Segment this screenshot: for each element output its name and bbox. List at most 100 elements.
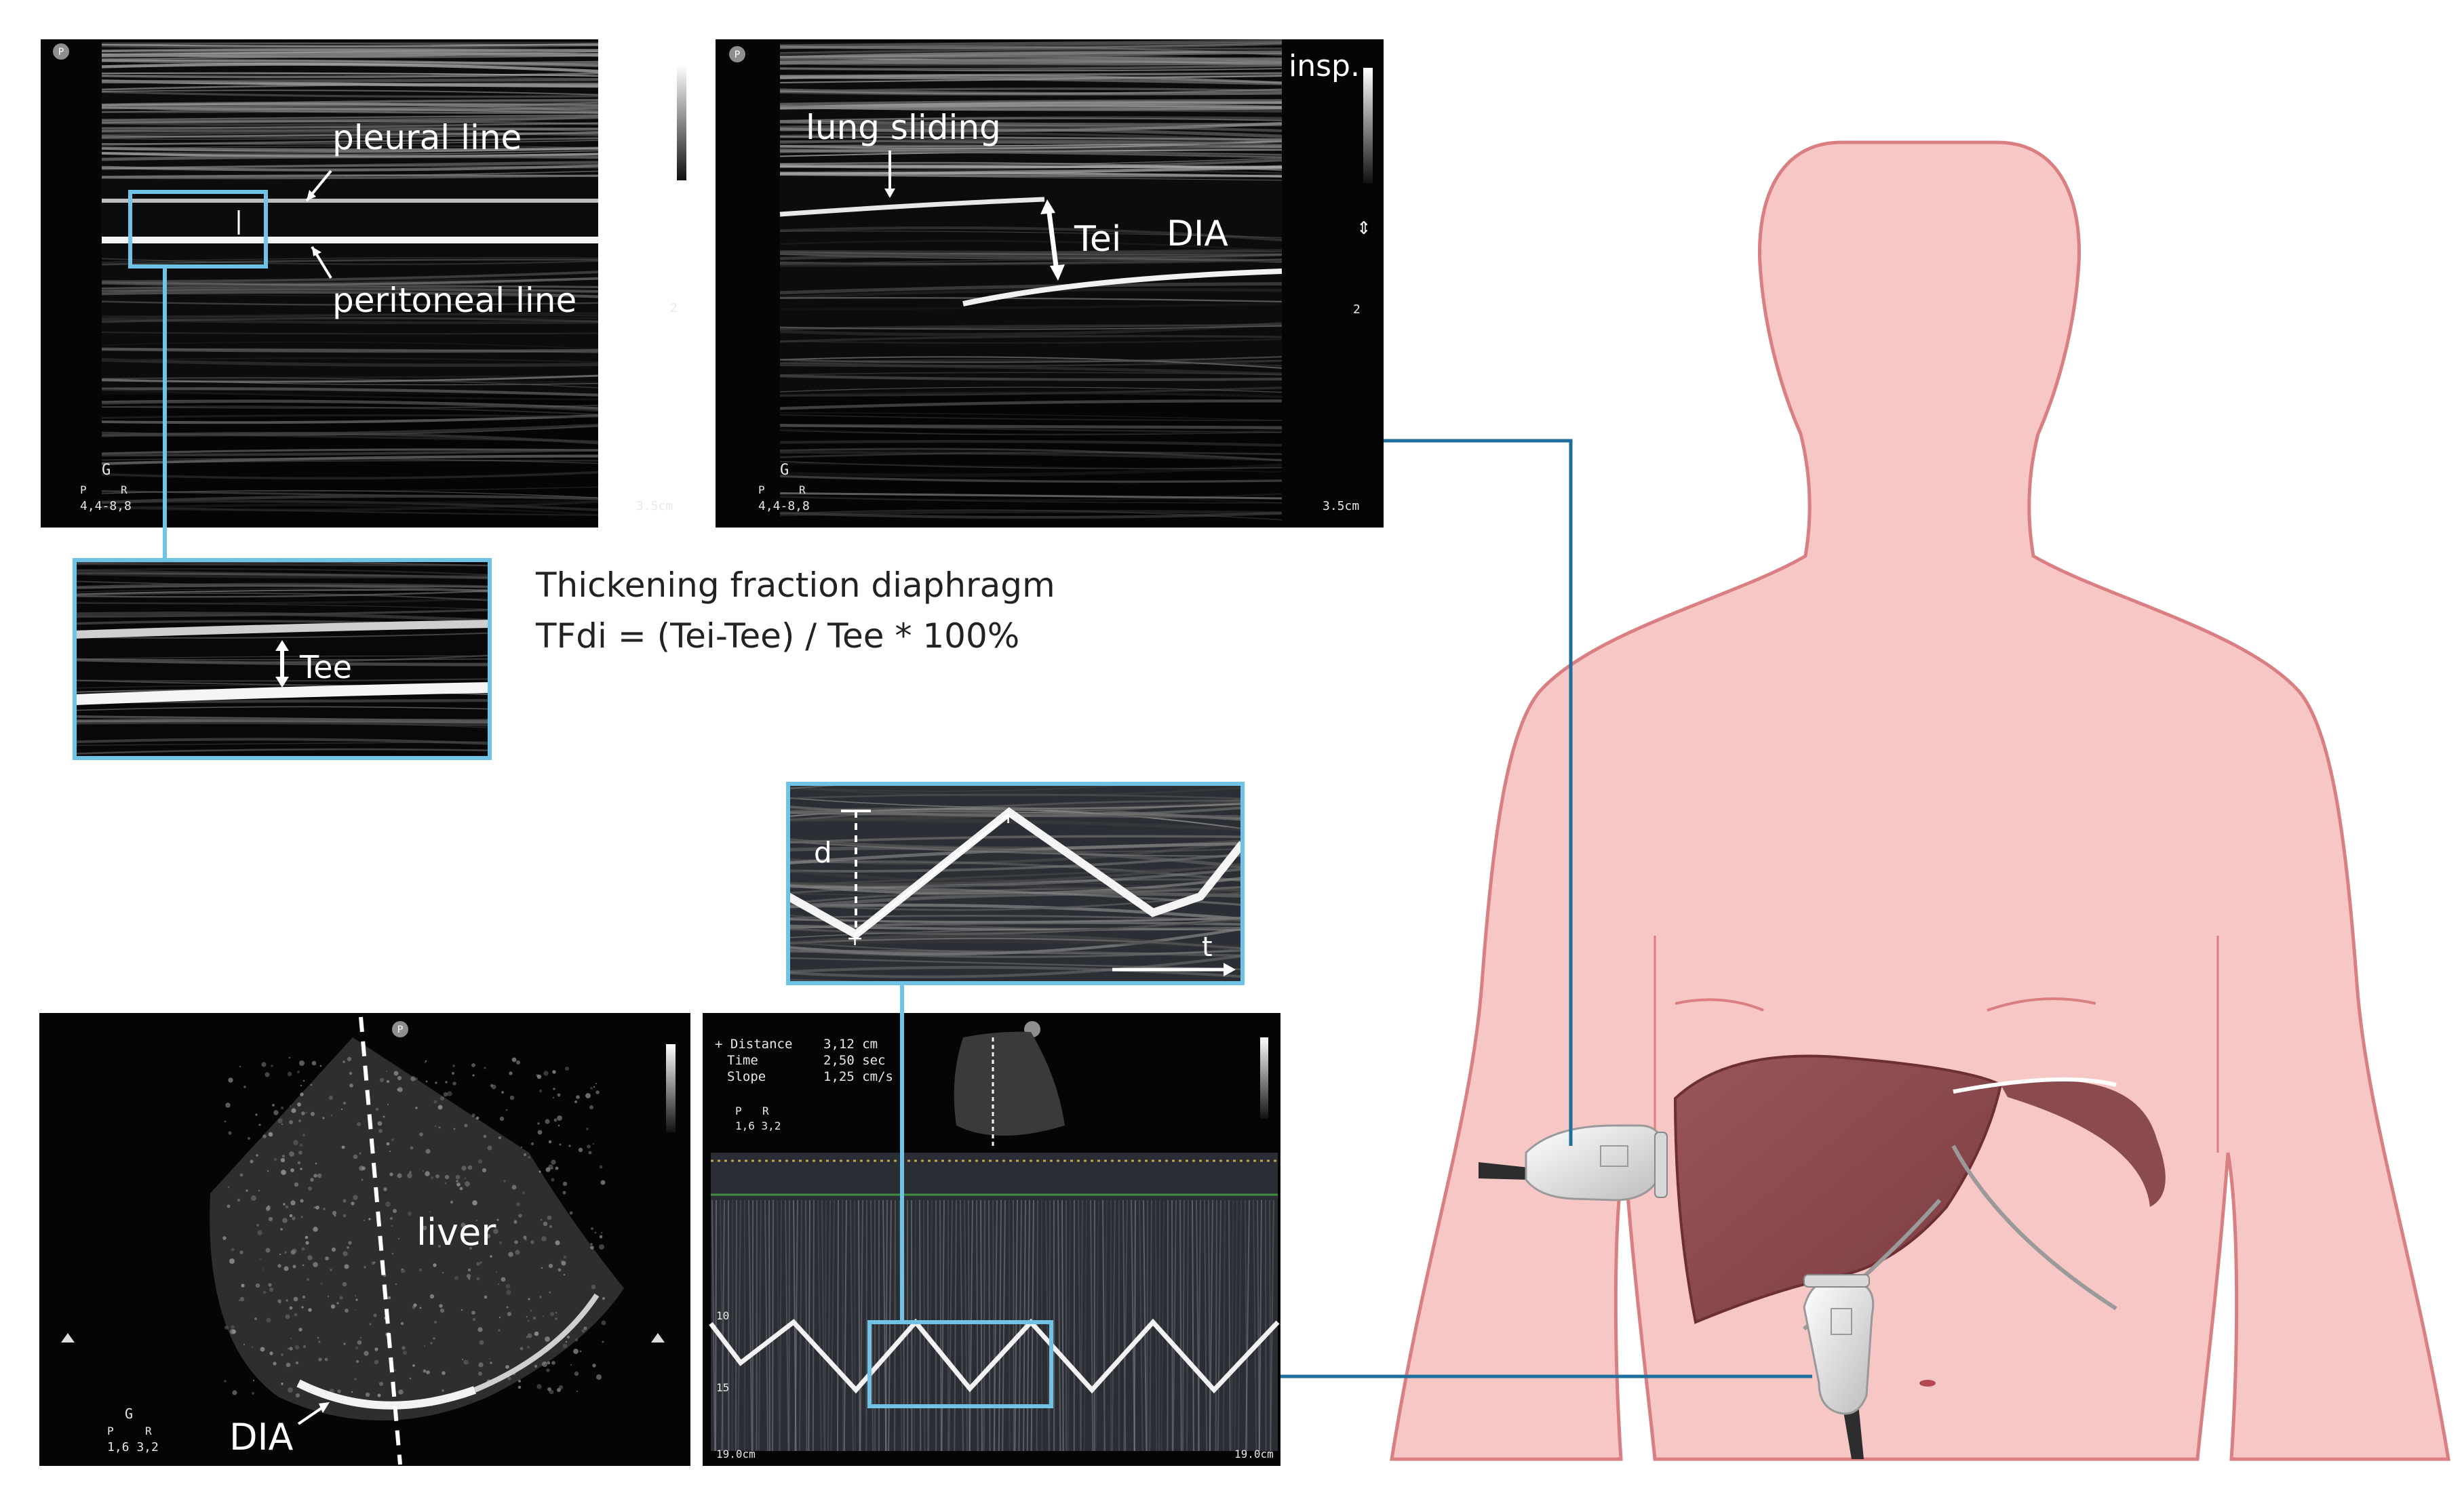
m-mode-speckle-line — [859, 1199, 863, 1452]
liver-speckle-dot — [516, 1060, 520, 1065]
pleural-line-label: pleural line — [332, 118, 522, 157]
liver-speckle-dot — [250, 1159, 254, 1164]
liver-speckle-dot — [297, 1102, 301, 1107]
liver-speckle-dot — [532, 1316, 536, 1320]
liver-speckle-dot — [475, 1116, 480, 1120]
speckle-streak — [75, 585, 490, 593]
liver-speckle-dot — [299, 1060, 305, 1066]
speckle-streak — [788, 940, 1243, 949]
m-mode-frequency: 1,6 3,2 — [735, 1119, 781, 1132]
right-costal-margin — [1951, 1145, 2117, 1311]
speckle-streak — [779, 412, 1283, 421]
speckle-streak — [779, 101, 1283, 110]
liver-speckle-dot — [255, 1283, 260, 1288]
liver-speckle-dot — [542, 1361, 547, 1367]
liver-speckle-dot — [545, 1336, 550, 1342]
diaphragm-highlight — [1953, 1077, 2117, 1094]
liver-speckle-dot — [395, 1283, 397, 1286]
speckle-streak — [779, 325, 1283, 330]
liver-speckle-dot — [289, 1214, 293, 1218]
liver-speckle-dot — [231, 1248, 235, 1252]
speckle-streak — [75, 612, 490, 622]
liver-speckle-dot — [359, 1166, 364, 1171]
m-mode-speckle-line — [1179, 1199, 1182, 1452]
liver-speckle-dot — [558, 1124, 560, 1127]
liver-speckle-dot — [530, 1142, 534, 1146]
d-zoom-speckle — [788, 784, 1243, 983]
liver-speckle-dot — [401, 1268, 404, 1271]
speckle-streak — [779, 260, 1283, 268]
liver-speckle-dot — [501, 1277, 506, 1282]
speckle-streak — [788, 881, 1243, 894]
liver-speckle-dot — [555, 1311, 558, 1314]
speckle-streak — [788, 841, 1243, 857]
liver-speckle-dot — [282, 1218, 288, 1223]
tee-zoom-frame — [73, 558, 492, 760]
m-mode-speckle-line — [1002, 1199, 1006, 1452]
liver-speckle-dot — [305, 1241, 309, 1245]
liver-speckle-dot — [277, 1299, 281, 1303]
liver-speckle-dot — [576, 1390, 579, 1393]
m-mode-speckle-line — [980, 1199, 983, 1452]
liver-speckle-dot — [569, 1211, 573, 1215]
speckle-streak — [788, 937, 1243, 949]
liver-speckle-dot — [590, 1246, 594, 1250]
m-mode-speckle-line — [764, 1199, 769, 1452]
liver-speckle-dot — [426, 1370, 430, 1374]
liver-speckle-dot — [535, 1331, 538, 1334]
exp-probe-marker-icon — [53, 43, 69, 60]
m-mode-speckle-line — [1078, 1199, 1082, 1452]
liver-speckle-dot — [548, 1263, 553, 1269]
insp-gauge-letter: G — [780, 462, 789, 479]
speckle-streak — [779, 492, 1283, 500]
liver-organ — [1673, 1054, 2003, 1324]
speckle-streak — [779, 374, 1283, 382]
liver-speckle-dot — [295, 1361, 299, 1365]
liver-speckle-dot — [501, 1091, 504, 1094]
liver-speckle-dot — [435, 1081, 437, 1084]
speckle-streak — [779, 62, 1283, 66]
liver-speckle-dot — [530, 1309, 532, 1312]
intercostal-connector — [1384, 439, 1573, 1146]
liver-speckle-dot — [562, 1343, 568, 1349]
liver-speckle-dot — [552, 1070, 556, 1074]
speckle-streak — [779, 43, 1283, 49]
liver-speckle-dot — [300, 1092, 304, 1096]
m-mode-speckle-line — [939, 1199, 942, 1452]
insp-scale-mark: 2 — [1353, 302, 1361, 317]
m-mode-speckle-line — [941, 1199, 945, 1452]
m-mode-thumbnail-sector — [954, 1031, 1065, 1136]
liver-speckle-dot — [319, 1065, 322, 1067]
liver-speckle-dot — [472, 1074, 475, 1077]
liver-speckle-dot — [496, 1218, 499, 1221]
liver-speckle-dot — [415, 1107, 418, 1109]
m-mode-speckle-line — [1215, 1199, 1217, 1452]
speckle-streak — [779, 253, 1283, 260]
speckle-streak — [101, 155, 598, 161]
liver-speckle-dot — [587, 1145, 591, 1149]
liver-speckle-dot — [506, 1290, 511, 1295]
liver-speckle-dot — [290, 1168, 294, 1172]
liver-speckle-dot — [549, 1389, 554, 1395]
m-mode-speckle — [711, 1199, 1274, 1452]
liver-speckle-dot — [414, 1077, 418, 1081]
liver-speckle-dot — [465, 1181, 470, 1187]
liver-speckle-dot — [590, 1087, 593, 1090]
m-mode-speckle-line — [899, 1199, 903, 1452]
speckle-streak — [779, 424, 1283, 429]
speckle-streak — [779, 57, 1283, 65]
liver-speckle-dot — [593, 1086, 595, 1088]
liver-speckle-dot — [228, 1131, 232, 1135]
liver-speckle-dot — [273, 1361, 277, 1366]
liver-speckle-dot — [248, 1137, 250, 1140]
liver-speckle-dot — [490, 1255, 492, 1258]
m-mode-speckle-line — [1111, 1199, 1116, 1452]
intercostal-probe — [1479, 1124, 1668, 1201]
liver-speckle-dot — [526, 1315, 528, 1318]
liver-speckle-dot — [595, 1082, 598, 1085]
speckle-streak — [101, 53, 598, 60]
liver-speckle-dot — [429, 1294, 435, 1299]
speckle-streak — [75, 706, 490, 711]
speckle-streak — [779, 451, 1283, 462]
speckle-streak — [779, 356, 1283, 369]
